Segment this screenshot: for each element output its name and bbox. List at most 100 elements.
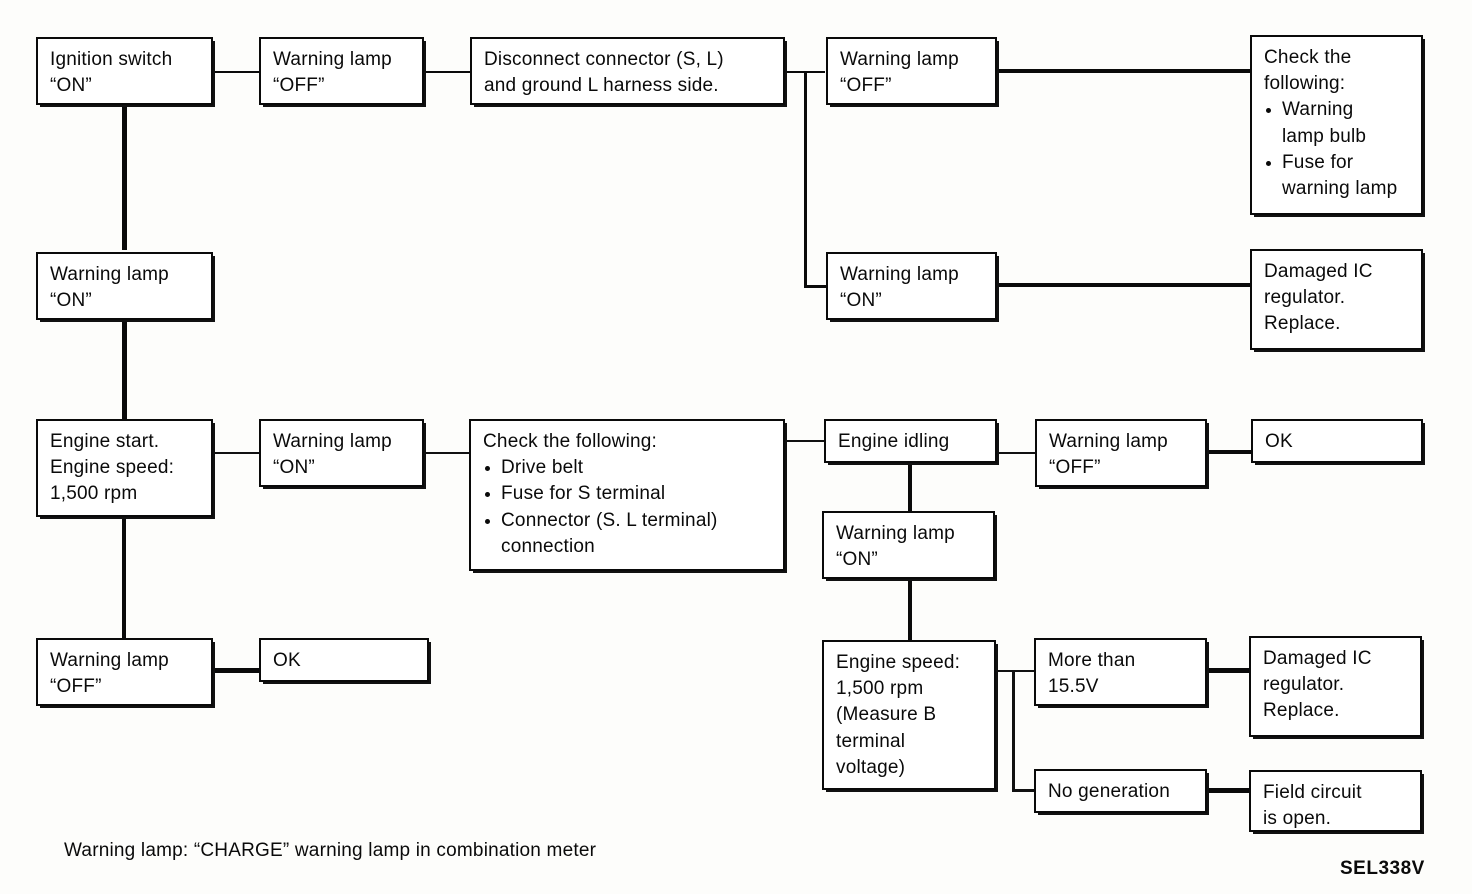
list-item: Warning bbox=[1264, 97, 1411, 123]
connector-warnon2-to-damagedic1 bbox=[997, 283, 1250, 287]
node-ok-left[interactable]: OK bbox=[259, 638, 429, 682]
node-line: Warning lamp bbox=[840, 264, 959, 285]
node-ignition-switch[interactable]: Ignition switch “ON” bbox=[36, 37, 213, 105]
node-line: “ON” bbox=[50, 75, 92, 97]
node-field-circuit-open[interactable]: Field circuit is open. bbox=[1249, 770, 1422, 832]
node-line: Field circuit bbox=[1263, 782, 1362, 803]
node-line: Check the bbox=[1264, 47, 1352, 68]
node-line: Damaged IC bbox=[1263, 648, 1372, 669]
node-more-than-15-5v[interactable]: More than 15.5V bbox=[1034, 638, 1207, 706]
node-line: regulator. bbox=[1264, 287, 1346, 309]
node-line: Ignition switch bbox=[50, 49, 173, 70]
connector-morethan-to-damagedic2 bbox=[1207, 668, 1251, 673]
node-line: (Measure B bbox=[836, 704, 937, 726]
connector-warnoff4-to-okright bbox=[1207, 450, 1251, 454]
node-check-belt-fuse-connector[interactable]: Check the following: Drive belt Fuse for… bbox=[469, 419, 785, 571]
node-line: No generation bbox=[1048, 781, 1170, 802]
node-line: “ON” bbox=[836, 549, 878, 571]
node-line: 15.5V bbox=[1048, 676, 1099, 698]
node-engine-start[interactable]: Engine start. Engine speed: 1,500 rpm bbox=[36, 419, 213, 517]
node-engine-speed-measure-b-terminal[interactable]: Engine speed: 1,500 rpm (Measure B termi… bbox=[822, 640, 996, 790]
node-warning-lamp-on-3[interactable]: Warning lamp “ON” bbox=[259, 419, 424, 487]
node-ok-right[interactable]: OK bbox=[1251, 419, 1423, 463]
connector-warnon3-to-checkbelt bbox=[423, 452, 469, 454]
spine-ignition-to-warnon1 bbox=[122, 104, 127, 250]
node-line: Engine speed: bbox=[50, 457, 175, 479]
connector-warnoff3-to-okleft bbox=[212, 668, 260, 673]
spine-warnon4-to-enginespeed bbox=[908, 578, 912, 640]
node-line: voltage) bbox=[836, 756, 906, 778]
node-line: Warning lamp bbox=[1049, 431, 1168, 452]
connector-enginestart-to-warnon3 bbox=[212, 452, 260, 454]
node-line: Engine idling bbox=[838, 431, 950, 452]
spine-warnon1-to-enginestart bbox=[122, 320, 127, 420]
node-line: Warning lamp bbox=[836, 523, 955, 544]
check-belt-list: Drive belt Fuse for S terminal Connector… bbox=[483, 455, 773, 560]
node-no-generation[interactable]: No generation bbox=[1034, 769, 1207, 813]
node-line: 1,500 rpm bbox=[836, 678, 924, 700]
node-line: Replace. bbox=[1263, 700, 1340, 722]
connector-branch-to-nogeneration bbox=[1012, 789, 1034, 792]
node-line: terminal bbox=[836, 730, 906, 752]
connector-branch-to-warnon2 bbox=[804, 285, 826, 288]
node-line: “ON” bbox=[273, 457, 315, 479]
node-line: “OFF” bbox=[1049, 457, 1101, 479]
list-item: Drive belt bbox=[483, 455, 773, 481]
node-line: OK bbox=[273, 650, 301, 671]
node-line: Disconnect connector (S, L) bbox=[484, 49, 724, 70]
list-item: connection bbox=[501, 535, 595, 557]
node-check-bulb-fuse[interactable]: Check the following: Warning lamp bulb F… bbox=[1250, 35, 1423, 215]
list-item: warning lamp bbox=[1282, 178, 1398, 200]
node-line: Warning lamp bbox=[840, 49, 959, 70]
node-line: OK bbox=[1265, 431, 1293, 452]
list-item: Fuse for bbox=[1264, 150, 1411, 176]
connector-checkbelt-to-engineidling bbox=[785, 440, 825, 442]
list-item: Connector (S. L terminal) bbox=[483, 508, 773, 534]
spine-engineidling-to-warnon4 bbox=[908, 463, 912, 511]
connector-warnoff2-to-checkbulb bbox=[997, 69, 1250, 73]
node-warning-lamp-off-1[interactable]: Warning lamp “OFF” bbox=[259, 37, 424, 105]
connector-nogeneration-to-fieldcircuit bbox=[1207, 788, 1251, 793]
node-line: More than bbox=[1048, 650, 1136, 671]
node-warning-lamp-on-4[interactable]: Warning lamp “ON” bbox=[822, 511, 995, 579]
node-damaged-ic-regulator-2[interactable]: Damaged IC regulator. Replace. bbox=[1249, 636, 1422, 737]
figure-code: SEL338V bbox=[1340, 858, 1425, 879]
spine-enginestart-to-warnoff3 bbox=[122, 516, 126, 638]
node-line: “ON” bbox=[50, 290, 92, 312]
node-warning-lamp-on-2[interactable]: Warning lamp “ON” bbox=[826, 252, 997, 320]
node-line: “OFF” bbox=[840, 75, 892, 97]
list-item: Fuse for S terminal bbox=[483, 481, 773, 507]
node-line: 1,500 rpm bbox=[50, 483, 138, 505]
node-line: Replace. bbox=[1264, 313, 1341, 335]
node-line: Warning lamp bbox=[50, 264, 169, 285]
node-line: Warning lamp bbox=[273, 49, 392, 70]
node-line: Warning lamp bbox=[50, 650, 169, 671]
node-line: Engine speed: bbox=[836, 652, 961, 673]
node-damaged-ic-regulator-1[interactable]: Damaged IC regulator. Replace. bbox=[1250, 249, 1423, 350]
connector-engineidling-to-warnoff4 bbox=[997, 452, 1035, 454]
branch-vertical-disconnect bbox=[804, 71, 807, 287]
node-warning-lamp-off-4[interactable]: Warning lamp “OFF” bbox=[1035, 419, 1207, 487]
node-line: Damaged IC bbox=[1264, 261, 1373, 282]
node-warning-lamp-on-1[interactable]: Warning lamp “ON” bbox=[36, 252, 213, 320]
node-warning-lamp-off-3[interactable]: Warning lamp “OFF” bbox=[36, 638, 213, 706]
node-line: “OFF” bbox=[273, 75, 325, 97]
check-bulb-list: Warning lamp bulb Fuse for warning lamp bbox=[1264, 97, 1411, 202]
node-line: and ground L harness side. bbox=[484, 75, 719, 97]
node-line: is open. bbox=[1263, 808, 1332, 830]
node-line: regulator. bbox=[1263, 674, 1345, 696]
list-item: lamp bulb bbox=[1282, 125, 1367, 147]
node-line: Check the following: bbox=[483, 431, 658, 452]
node-line: “ON” bbox=[840, 290, 882, 312]
connector-ignition-to-warnoff1 bbox=[213, 71, 259, 73]
node-warning-lamp-off-2[interactable]: Warning lamp “OFF” bbox=[826, 37, 997, 105]
connector-warnoff1-to-disconnect bbox=[424, 71, 470, 73]
node-engine-idling[interactable]: Engine idling bbox=[824, 419, 997, 463]
node-disconnect-connector[interactable]: Disconnect connector (S, L) and ground L… bbox=[470, 37, 785, 105]
node-line: Engine start. bbox=[50, 431, 160, 452]
node-line: following: bbox=[1264, 73, 1346, 95]
node-line: Warning lamp bbox=[273, 431, 392, 452]
connector-enginespeed-to-branch bbox=[996, 670, 1034, 672]
figure-note: Warning lamp: “CHARGE” warning lamp in c… bbox=[64, 840, 597, 861]
